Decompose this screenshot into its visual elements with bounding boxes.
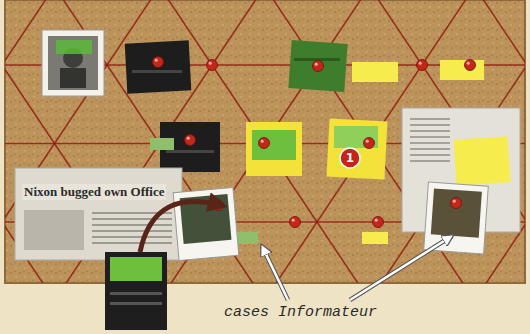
card [246,122,302,176]
black-card [125,40,192,93]
green-tag [150,138,174,150]
push-pin [417,60,428,71]
pin-highlight [261,140,264,143]
pin-head [465,60,476,71]
newspaper-columns [410,148,450,150]
newspaper-columns [92,218,172,220]
photo-image [48,36,98,90]
photo-figure [60,68,86,88]
yellow-card [246,122,302,176]
pin-highlight [419,62,422,65]
photo-image [431,188,482,237]
newspaper-columns [92,230,172,232]
pin-head [207,60,218,71]
pointer-arrow-outline [262,246,288,300]
informant-card [105,252,167,330]
newspaper-photo [24,210,84,250]
pin-head [313,61,324,72]
photo-frame [424,182,489,254]
newspaper-headline: Nixon bugged own Office [22,184,166,200]
pin-highlight [467,62,470,65]
push-pin [153,57,164,68]
push-pin [207,60,218,71]
sticky-note [453,136,510,186]
sticky-note [362,232,388,244]
push-pin [290,217,301,228]
newspaper-columns [410,124,450,126]
newspaper-columns [410,118,450,162]
newspaper-columns [92,212,172,244]
push-pin [451,198,462,209]
card-stripe [110,302,162,305]
card-stripe [132,70,182,73]
photo-frame [173,188,239,261]
card [105,252,167,330]
pin-highlight [209,62,212,65]
callout-number: 1 [341,149,359,167]
pin-head [364,138,375,149]
newspaper-columns [92,242,172,244]
sticky-note [453,136,510,186]
pin-head [185,135,196,146]
green-tag [252,130,296,160]
green-card [288,40,347,92]
push-pin [364,138,375,149]
newspaper-columns [410,118,450,120]
push-pin [373,217,384,228]
pin-head [373,217,384,228]
pin-head [417,60,428,71]
push-pin [465,60,476,71]
pin-highlight [187,137,190,140]
informant-photo [424,182,489,254]
newspaper-columns [92,224,172,226]
photo-frame [42,30,104,96]
card-stripe [110,292,162,295]
sticky-notes [28,60,511,260]
pin-highlight [375,219,378,222]
pin-head [451,198,462,209]
placement-arrow [140,201,220,252]
pointer-arrow [262,246,288,300]
pin-head [290,217,301,228]
pin-highlight [292,219,295,222]
card-stripe [166,150,214,153]
space-caption: cases Informateur [224,304,377,322]
sticky-note [352,62,398,82]
pin-highlight [366,140,369,143]
newspaper-columns [410,130,450,132]
sticky-note [440,60,484,80]
portrait-photo [42,30,104,96]
card [327,119,388,180]
newspaper-columns [92,236,172,238]
card [288,40,347,92]
newspaper-columns [410,136,450,138]
push-pin [259,138,270,149]
push-pin [313,61,324,72]
newspaper-columns [410,142,450,144]
red-strings [5,0,525,283]
green-tag [110,257,162,281]
newspaper-columns [410,154,450,156]
green-tag [56,40,92,54]
yellow-card [327,119,388,180]
pin-highlight [315,63,318,66]
pointer-arrow [350,236,452,300]
callout-disc [340,148,360,168]
card [125,40,192,93]
green-tag [334,126,378,148]
newspaper-columns [410,160,450,162]
sticky-note [453,136,510,186]
push-pin [185,135,196,146]
pointer-arrow-outline [350,236,452,300]
pin-head [259,138,270,149]
pin-highlight [453,200,456,203]
informant-photo [173,188,239,261]
pin-head [153,57,164,68]
pin-highlight [155,59,158,62]
